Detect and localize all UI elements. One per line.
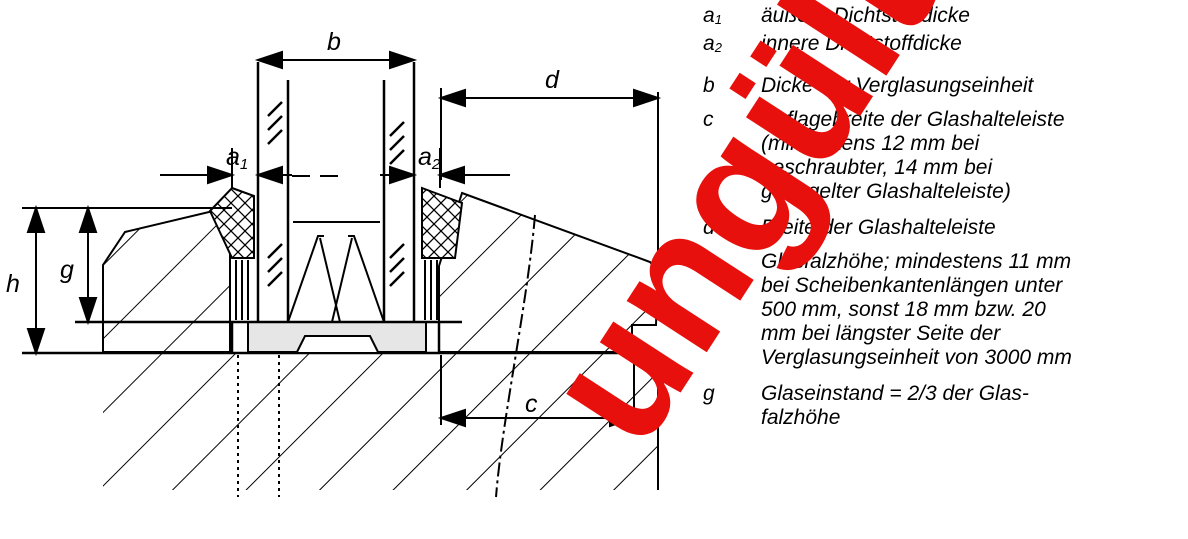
legend-entry: b Dicke der Verglasungseinheit (703, 74, 1183, 98)
glass-hatch-marks (267, 101, 405, 287)
legend-entry: h Glasfalzhöhe; mindestens 11 mm bei Sche… (703, 250, 1183, 370)
legend-text: Auflagebreite der Glashalteleiste (minde… (761, 108, 1065, 203)
legend-text: Glasfalzhöhe; mindestens 11 mm bei Schei… (761, 250, 1072, 369)
legend-symbol: g (703, 382, 715, 405)
legend-symbol: a2 (703, 32, 722, 55)
dim-label-b: b (327, 28, 341, 56)
dim-label-g: g (60, 256, 74, 284)
legend-text: Breite der Glashalteleiste (761, 216, 996, 239)
center-lines (237, 175, 536, 498)
rebate-lines (22, 207, 462, 353)
dim-label-h: h (6, 270, 20, 298)
dim-label-c: c (525, 390, 538, 418)
legend-symbol: d (703, 216, 715, 239)
legend-entry: d Breite der Glashalteleiste (703, 216, 1183, 240)
setting-block (247, 321, 427, 353)
dim-label-a1: a1 (226, 143, 248, 173)
legend-symbol: a1 (703, 4, 722, 27)
dim-label-d: d (545, 66, 560, 94)
glazing-bead (438, 191, 660, 353)
legend-symbol: b (703, 74, 715, 97)
legend-entry: a1 äußere Dichtstoffdicke (703, 4, 1183, 32)
legend-text: innere Dichtstoffdicke (761, 32, 962, 55)
legend-text: Glaseinstand = 2/3 der Glas- falzhöhe (761, 382, 1029, 429)
legend-symbol: c (703, 108, 714, 131)
legend-text: äußere Dichtstoffdicke (761, 4, 970, 27)
glazing-rebate-section-drawing: b d a1 a2 h g c (6, 28, 662, 498)
dimension-lines (26, 50, 662, 428)
legend-entry: g Glaseinstand = 2/3 der Glas- falzhöhe (703, 382, 1183, 430)
legend-symbol: h (703, 250, 715, 273)
legend: a1 äußere Dichtstoffdicke a2 innere Dichtst… (703, 4, 1183, 430)
legend-entry: a2 innere Dichtstoffdicke (703, 32, 1183, 60)
dim-label-a2: a2 (418, 143, 441, 173)
frame-section (22, 205, 659, 490)
glass-panes (256, 62, 416, 323)
inner-sealant (421, 186, 464, 320)
legend-entry: c Auflagebreite der Glashalteleiste (mind… (703, 108, 1183, 204)
legend-text: Dicke der Verglasungseinheit (761, 74, 1034, 97)
